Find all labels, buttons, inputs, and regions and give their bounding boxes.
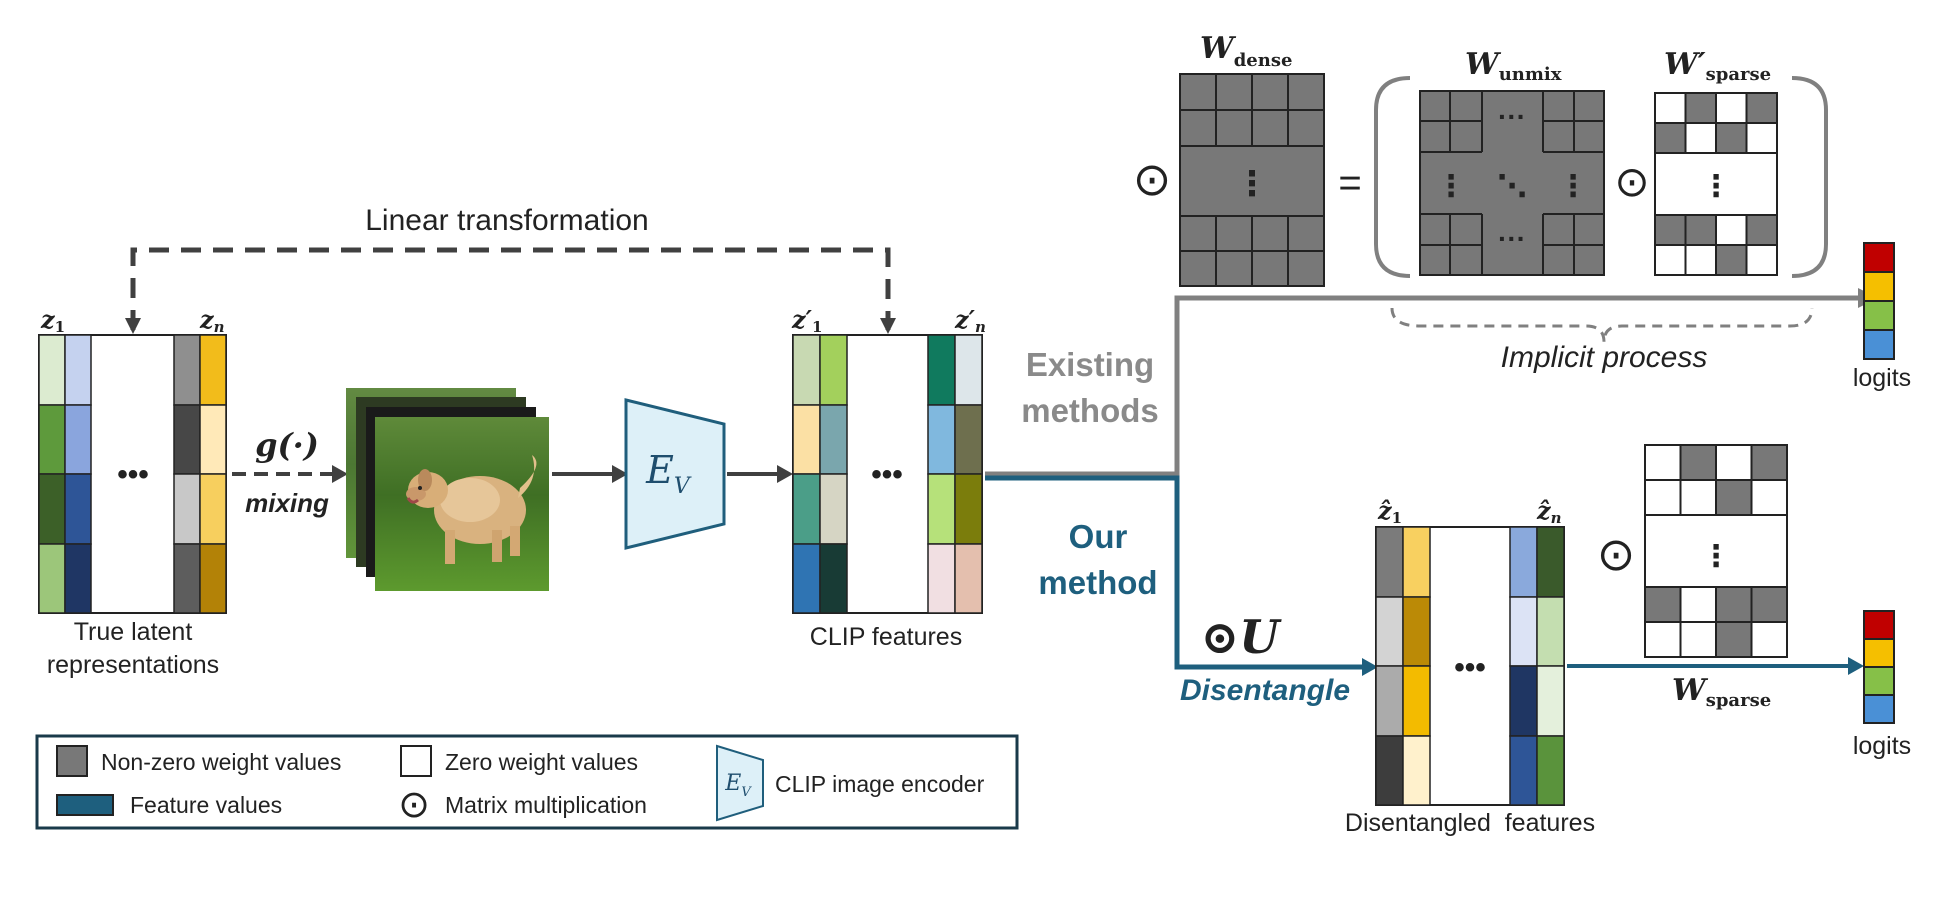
our-method-line2: method (1038, 564, 1157, 601)
z-prime-n-label: z′n (954, 305, 986, 336)
w-unmix-vdots-left: ⋮ (1436, 170, 1466, 203)
w-dense-vdots: ⋮ (1235, 165, 1269, 203)
true-latent-block (38, 334, 227, 614)
w-unmix-vdots-right: ⋮ (1558, 170, 1588, 203)
logits-top (1863, 242, 1895, 360)
input-image-stack (346, 388, 549, 591)
legend-matmul-label: Matrix multiplication (445, 792, 647, 818)
encoder-label: EV (645, 448, 692, 499)
disentangled-dots: ••• (1454, 651, 1486, 684)
g-function-label: g(·) (255, 426, 319, 464)
w-unmix-hdots-top: ··· (1498, 101, 1526, 132)
sparse-to-logits-arrow (1567, 657, 1864, 675)
w-dense-label: Wdense (1200, 31, 1292, 71)
true-latent-caption-line1: True latent (74, 618, 193, 646)
mixing-label: mixing (245, 488, 329, 518)
existing-methods-line1: Existing (1026, 346, 1154, 383)
linear-transformation-label: Linear transformation (365, 204, 648, 237)
clip-dots: ••• (871, 458, 903, 491)
logits-bottom (1863, 610, 1895, 724)
linear-transformation-arrow (125, 247, 896, 334)
legend-zero-label: Zero weight values (445, 749, 638, 775)
existing-methods-line2: methods (1021, 392, 1159, 429)
our-method-line1: Our (1069, 518, 1128, 555)
encoder-to-clip-arrow (727, 465, 793, 483)
w-dense-matrix (1179, 73, 1325, 287)
w-unmix-ddots: ⋱ (1497, 170, 1527, 203)
clip-features-block (792, 334, 983, 614)
z-prime-1-label: z′1 (791, 305, 822, 336)
w-unmix-hdots-bottom: ··· (1498, 223, 1526, 254)
odot-u-label: ⊙U (1201, 610, 1283, 664)
implicit-process-label: Implicit process (1501, 341, 1708, 374)
w-unmix-matrix (1419, 90, 1605, 276)
legend-odot-icon: ⊙ (398, 784, 430, 826)
legend-encoder-label: CLIP image encoder (775, 771, 985, 797)
zn-label: zn (199, 305, 225, 336)
our-method-path (985, 475, 1378, 676)
legend-encoder-symbol: EV (724, 771, 752, 800)
w-sparse-prime-label: W′sparse (1664, 47, 1771, 85)
legend-encoder-icon (716, 744, 764, 822)
legend-feature-label: Feature values (130, 792, 282, 818)
dog-photo (406, 455, 537, 564)
w-sparse-vdots: ⋮ (1701, 540, 1731, 573)
clip-features-caption: CLIP features (810, 623, 962, 651)
odot-bottom: ⊙ (1597, 528, 1636, 580)
disentangled-features-block (1375, 526, 1565, 806)
w-sparse-prime-vdots: ⋮ (1701, 170, 1731, 203)
legend: Non-zero weight values Feature values Ze… (35, 734, 1019, 830)
legend-nonzero-swatch (56, 745, 88, 777)
w-sparse-prime-matrix (1654, 92, 1778, 276)
right-paren (1791, 76, 1828, 278)
legend-feature-swatch (56, 794, 114, 816)
w-sparse-label: Wsparse (1672, 673, 1771, 711)
odot-mid: ⊙ (1614, 158, 1649, 205)
image-to-encoder-arrow (552, 465, 628, 483)
disentangle-label: Disentangle (1180, 674, 1350, 707)
implicit-process-brace (1390, 307, 1814, 343)
logits-top-label: logits (1853, 364, 1911, 392)
clip-image-encoder (624, 398, 726, 550)
mixing-arrow (232, 465, 348, 483)
true-latent-caption-line2: representations (47, 651, 219, 679)
legend-zero-swatch (400, 745, 432, 777)
true-latent-dots: ••• (117, 458, 149, 491)
w-sparse-matrix (1644, 444, 1788, 658)
left-paren (1374, 76, 1411, 278)
disentangled-features-caption: Disentangled features (1345, 809, 1595, 837)
w-unmix-label: Wunmix (1465, 47, 1562, 85)
odot-left: ⊙ (1133, 153, 1172, 205)
logits-bottom-label: logits (1853, 732, 1911, 760)
z-hat-n-label: ẑn (1536, 496, 1562, 527)
z-hat-1-label: ẑ1 (1377, 496, 1402, 527)
legend-nonzero-label: Non-zero weight values (101, 749, 341, 775)
z1-label: z1 (40, 305, 65, 336)
equals-sign: = (1338, 161, 1361, 205)
